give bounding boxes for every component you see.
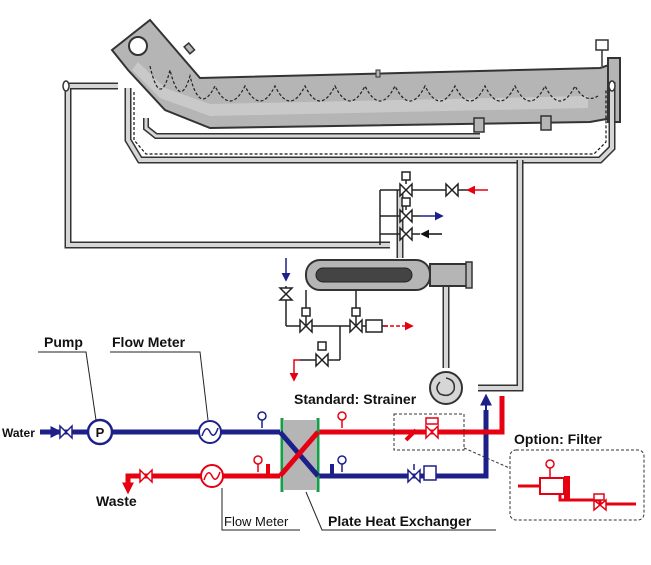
circulation-pump [429, 371, 463, 405]
pump-label: Pump [44, 334, 83, 350]
strainer-label: Standard: Strainer [294, 391, 417, 407]
hot-waste-line [122, 396, 505, 495]
water-label: Water [2, 426, 35, 440]
inlet-port-icon [128, 36, 148, 56]
waste-label: Waste [96, 493, 137, 509]
flow-meter-label-top: Flow Meter [112, 334, 186, 350]
level-sensor-icon [595, 39, 609, 51]
strainer-box [393, 413, 465, 451]
washer-tank [110, 18, 621, 133]
flow-meter-label-bottom: Flow Meter [224, 514, 289, 529]
filter-label: Option: Filter [514, 431, 602, 447]
pump-icon: P [86, 418, 114, 446]
filter-option-box [509, 449, 645, 521]
plate-heat-exchanger [278, 418, 320, 492]
valve-manifold [379, 171, 488, 245]
leader-lines [38, 351, 496, 531]
heater-tank [278, 258, 473, 382]
pump-symbol-label: P [96, 425, 105, 440]
plate-heat-exchanger-label: Plate Heat Exchanger [328, 513, 472, 529]
